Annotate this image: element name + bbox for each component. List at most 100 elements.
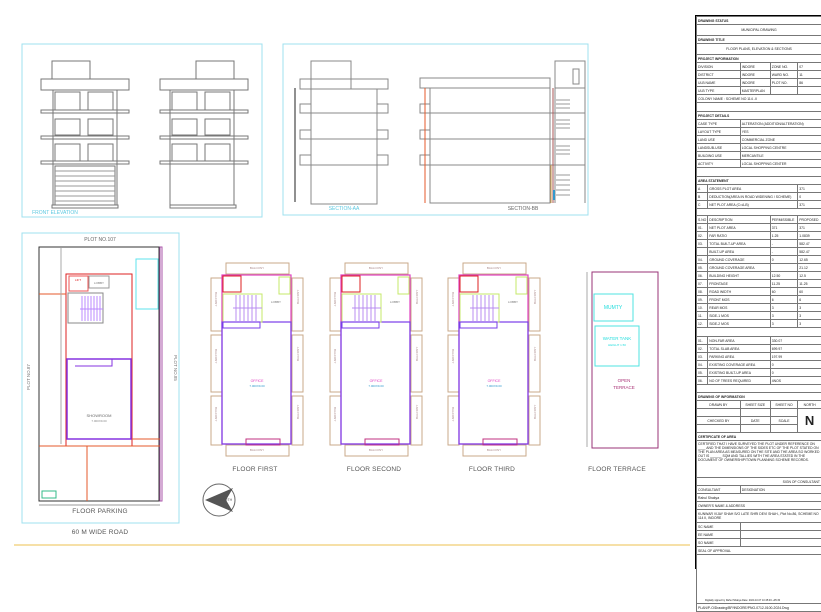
floor-parking-plan <box>39 247 162 505</box>
project-details-row-cell: LANDSUB-USE <box>697 144 741 152</box>
date-label: DATE <box>740 417 770 425</box>
floor-parking-title: FLOOR PARKING <box>72 508 128 515</box>
lobby-label: LOBBY <box>94 281 104 285</box>
far-header-row-cell: S.NO <box>697 216 708 224</box>
north-header: NORTH <box>798 401 821 409</box>
far-row-cell: 12.5 <box>798 272 821 280</box>
designation-label: DESIGNATION <box>740 486 821 494</box>
balcony-label: BALCONY <box>250 266 264 270</box>
lobby-label: LOBBY <box>271 300 281 304</box>
project-info-row-cell: 11 <box>798 71 821 79</box>
floor-plans <box>211 263 540 456</box>
project-info-row-cell: DISTRICT <box>697 71 741 79</box>
floor-third-title: FLOOR THIRD <box>469 466 515 473</box>
sign-consultant: SIGN OF CONSULTANT <box>697 478 821 486</box>
spacer <box>697 103 821 112</box>
front-elevation <box>41 61 248 208</box>
balcony-label: BALCONY <box>533 347 537 361</box>
drawing-title-label: DRAWING TITLE <box>697 36 821 44</box>
non-far-row-cell: PARKING AREA <box>708 353 771 361</box>
project-info-row-cell: ULB NAME <box>697 79 741 87</box>
far-header-row-cell: PROPOSED <box>798 216 821 224</box>
far-header-row-cell: PERMISSIBLE <box>770 216 798 224</box>
floor-plan-2 <box>330 263 422 456</box>
project-info-row-cell: WARD NO. <box>770 71 798 79</box>
spacer <box>697 209 821 216</box>
far-row-cell: SIDE-1 MOS <box>708 312 771 320</box>
non-far-row-cell: EXISTING BUILT-UP AREA <box>708 369 771 377</box>
checked-by-label: CHECKED BY <box>697 417 741 425</box>
project-info-row-cell: ZONE NO. <box>770 63 798 71</box>
section-aa <box>295 61 388 204</box>
far-row-cell: 6 <box>798 296 821 304</box>
balcony-label: BALCONY <box>214 292 218 306</box>
lobby-label: LOBBY <box>508 300 518 304</box>
office-label: OFFICE <box>251 379 264 383</box>
so-name: SO NAME <box>697 539 741 547</box>
road-label: 60 M WIDE ROAD <box>72 529 129 536</box>
project-info-row-cell: INDORE <box>740 71 770 79</box>
lobby-label: LOBBY <box>390 300 400 304</box>
project-info-row-cell <box>770 87 798 95</box>
far-row-cell: FRONTAGE <box>708 280 771 288</box>
office-label: OFFICE <box>488 379 501 383</box>
non-far-row-cell: 4NOS <box>770 377 821 385</box>
section-bb-label: SECTION-BB <box>508 206 539 212</box>
far-row-cell: 3 <box>798 320 821 328</box>
far-row-cell: 582.47 <box>798 240 821 248</box>
balcony-label: BALCONY <box>214 407 218 421</box>
project-details-row-cell: ACTIVITY <box>697 160 741 168</box>
title-block: DRAWING STATUS MUNICIPAL DRAWING DRAWING… <box>695 15 821 569</box>
showroom-label: SHOWROOM <box>87 413 112 418</box>
sc-name: SC NAME <box>697 523 741 531</box>
far-header-row-cell: DESCRIPTION <box>708 216 771 224</box>
north-label: NORTH <box>220 498 232 502</box>
floor-terrace-plan <box>587 272 658 448</box>
floor-plan-1 <box>211 263 303 456</box>
drawing-title: FLOOR PLANS, ELEVATION & SECTIONS <box>697 44 821 55</box>
non-far-row-cell: 330.07 <box>770 337 821 345</box>
balcony-label: BALCONY <box>333 292 337 306</box>
project-details-row-cell: YES <box>740 128 821 136</box>
balcony-label: BALCONY <box>296 405 300 419</box>
far-row-cell: 582.47 <box>798 248 821 256</box>
showroom-dim: 7.000X9.00 <box>91 419 106 423</box>
drawn-by-label: DRAWN BY <box>697 401 741 409</box>
colony-name: COLONY NAME : SCHEME NO 114 -II <box>697 95 821 103</box>
far-row: BUILT-UP AREA-582.47 <box>697 248 821 256</box>
far-row-cell: 11.25 <box>798 280 821 288</box>
balcony-label: BALCONY <box>451 407 455 421</box>
lift-label: LIFT <box>75 278 81 282</box>
project-info-row-cell: 86 <box>798 79 821 87</box>
floor-terrace-title: FLOOR TERRACE <box>588 466 646 473</box>
project-details-row-cell: CASE TYPE <box>697 120 741 128</box>
drawing-status-label: DRAWING STATUS <box>697 17 821 25</box>
balcony-label: BALCONY <box>487 266 501 270</box>
far-row: 03.TOTAL BUILT-UP AREA-582.47 <box>697 240 821 248</box>
office-label: OFFICE <box>370 379 383 383</box>
far-row-cell: SIDE-2 MOS <box>708 320 771 328</box>
floor-first-title: FLOOR FIRST <box>232 466 277 473</box>
far-row-cell: - <box>770 248 798 256</box>
far-row-cell: 12.50 <box>770 272 798 280</box>
far-row-cell: TOTAL BUILT-UP AREA <box>708 240 771 248</box>
project-details-row-cell: MERCANTILE <box>740 152 821 160</box>
far-row-cell: BUILDING HEIGHT <box>708 272 771 280</box>
non-far-row-cell: 0 <box>770 369 821 377</box>
far-row-cell: 10. <box>697 304 708 312</box>
area-statement-row-cell: GROSS PLOT AREA <box>708 185 798 193</box>
far-row-cell: FAR RATIO <box>708 232 771 240</box>
project-info-label: PROJECT INFORMATION <box>697 55 821 63</box>
